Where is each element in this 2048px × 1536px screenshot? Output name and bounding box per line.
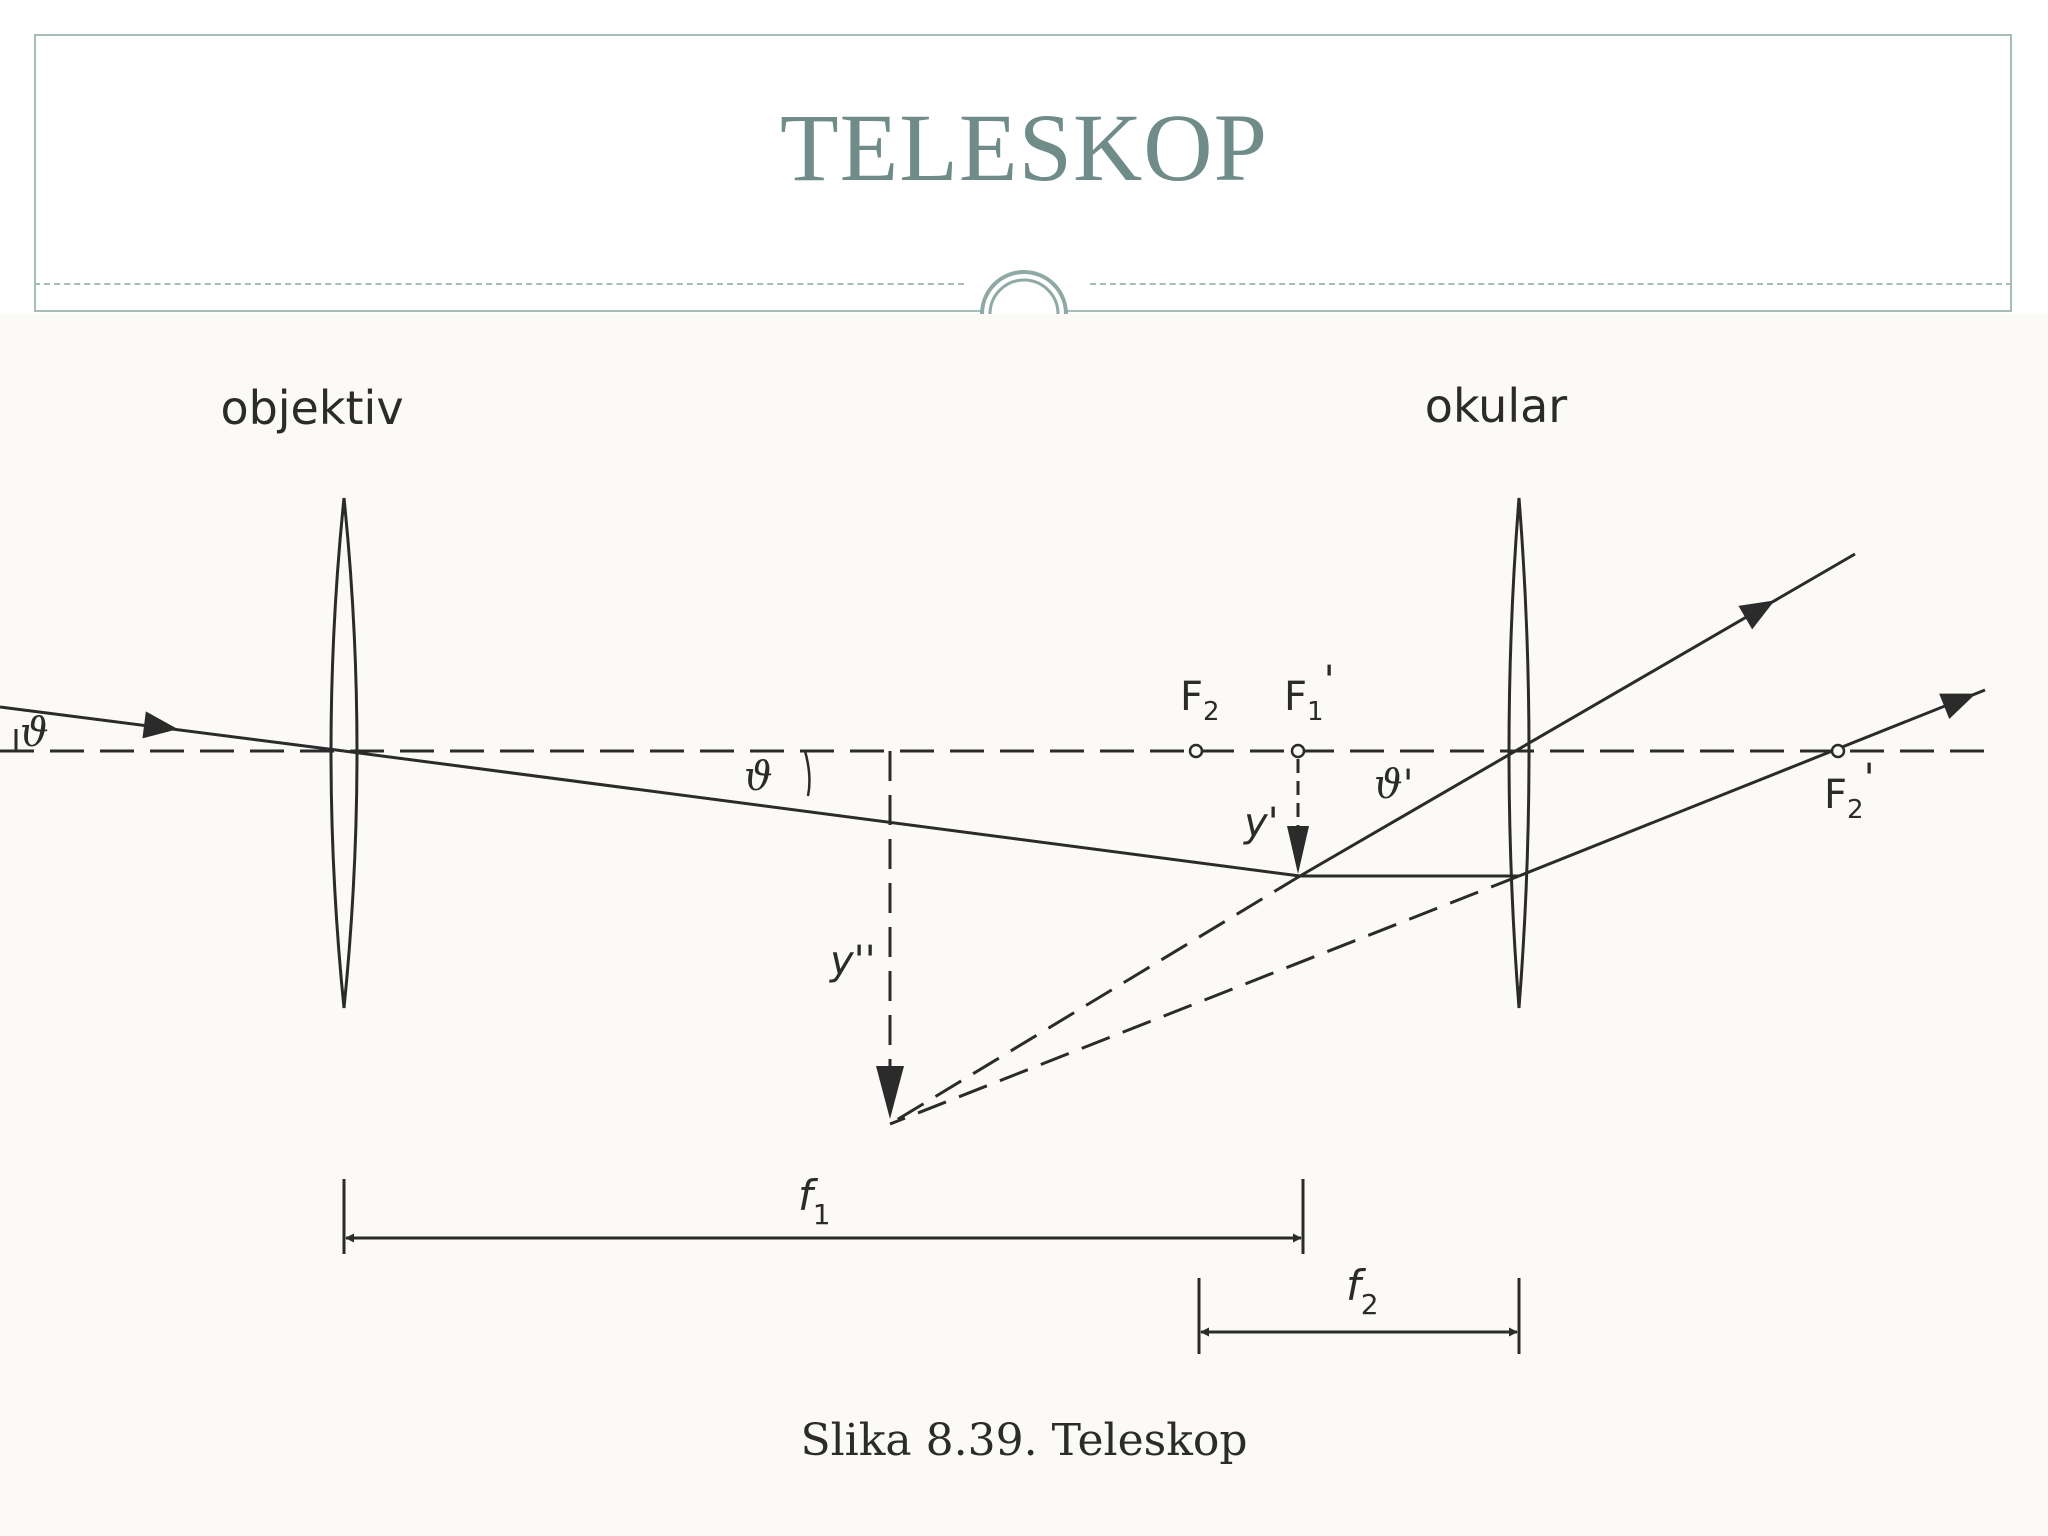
label-f2-prime: F2': [1824, 756, 1875, 825]
label-angle-outgoing: ϑ': [1374, 762, 1414, 808]
focus-point-f2-prime: [1830, 743, 1846, 759]
telescope-diagram: objektiv okular F2 F1' F2' ϑ ϑ ϑ' y' y''…: [0, 379, 2000, 1354]
label-final-image: y'': [829, 938, 876, 984]
final-image-arrowhead: [876, 1066, 904, 1119]
slide-title: TELESKOP: [780, 94, 1268, 201]
label-f1-prime: F1': [1284, 658, 1335, 727]
telescope-diagram-area: objektiv okular F2 F1' F2' ϑ ϑ ϑ' y' y''…: [0, 314, 2048, 1536]
virtual-ray-2: [889, 874, 1520, 1126]
title-divider-left: [34, 283, 964, 285]
ray-central-out: [1299, 552, 1856, 878]
focus-point-f2: [1188, 743, 1204, 759]
label-angle-incoming: ϑ: [20, 710, 49, 756]
virtual-ray-1: [889, 874, 1301, 1126]
label-f2: F2: [1180, 674, 1220, 727]
refracted-ray: [343, 749, 1301, 878]
intermediate-image-arrowhead: [1287, 826, 1309, 874]
figure-caption: Slika 8.39. Teleskop: [800, 1415, 1248, 1466]
focus-point-f1-prime: [1290, 743, 1306, 759]
incoming-ray: [0, 705, 345, 753]
label-objective: objektiv: [220, 381, 403, 435]
title-frame: [34, 34, 2012, 312]
double-circle-icon: [980, 270, 1068, 315]
eyepiece-lens: [1507, 497, 1531, 1009]
title-divider-right: [1090, 283, 2012, 285]
label-f1: f1: [798, 1171, 831, 1231]
label-f2-length: f2: [1346, 1261, 1379, 1321]
label-eyepiece: okular: [1425, 379, 1567, 433]
label-intermediate-image: y': [1243, 800, 1279, 846]
angle-inside-arc: [803, 750, 811, 797]
label-angle-inside: ϑ: [744, 754, 773, 800]
objective-lens: [329, 497, 359, 1009]
ray-parallel-out: [1518, 688, 1986, 878]
